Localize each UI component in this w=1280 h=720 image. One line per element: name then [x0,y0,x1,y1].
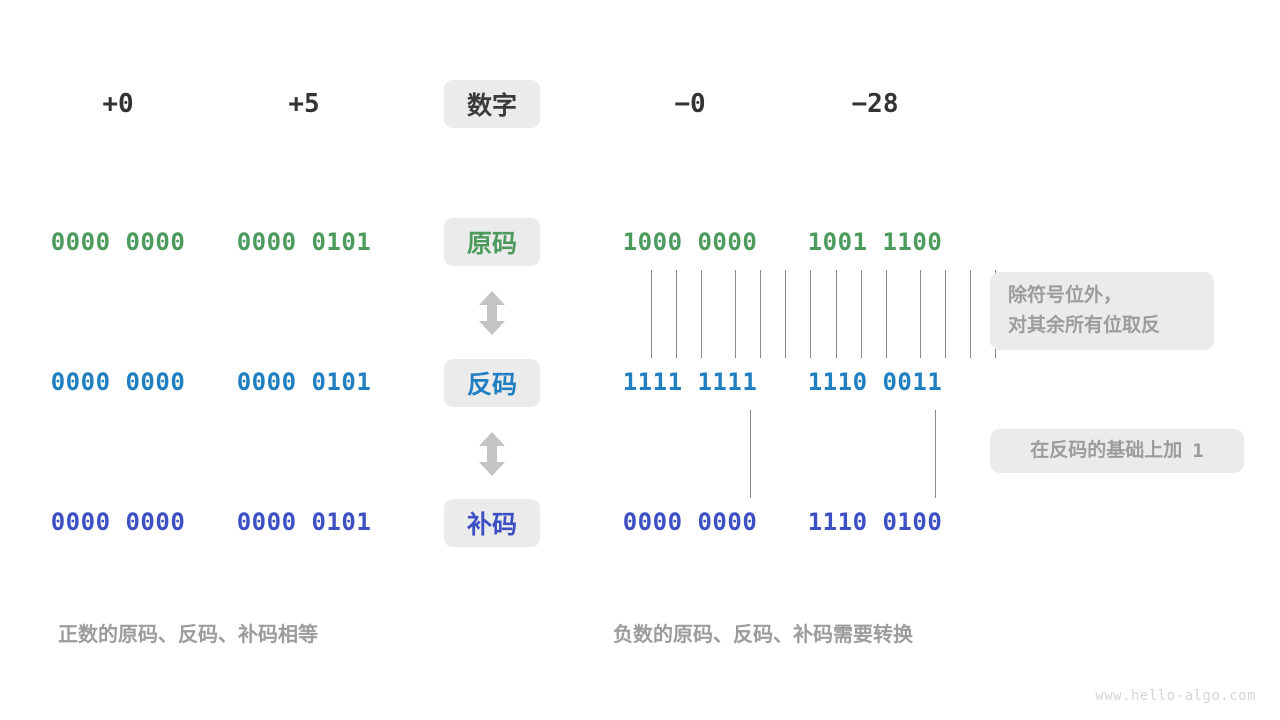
note-add-one: 在反码的基础上加 1 [990,429,1244,473]
connector-line [836,270,837,358]
ones-complement-minus-zero: 1111 1111 [622,368,758,396]
row-label-ones-complement: 反码 [444,359,540,407]
true-form-minus-zero: 1000 0000 [622,228,758,256]
caption-positive: 正数的原码、反码、补码相等 [58,624,318,646]
connector-line [945,270,946,358]
connector-line [676,270,677,358]
connector-line [970,270,971,358]
note-invert-bits: 除符号位外， 对其余所有位取反 [990,272,1214,350]
note-add-one-text: 在反码的基础上加 [1030,440,1183,461]
connector-line [785,270,786,358]
true-form-plus-five: 0000 0101 [236,228,372,256]
row-label-number: 数字 [444,80,540,128]
row-label-twos-complement: 补码 [444,499,540,547]
caption-negative: 负数的原码、反码、补码需要转换 [613,624,913,646]
connector-line [810,270,811,358]
column-header-minus-zero: −0 [674,89,706,119]
row-label-true-form: 原码 [444,218,540,266]
connector-line [701,270,702,358]
ones-complement-plus-five: 0000 0101 [236,368,372,396]
twos-complement-plus-zero: 0000 0000 [50,508,186,536]
double-vertical-arrow-icon [475,290,509,336]
note-add-one-value: 1 [1192,440,1204,462]
column-header-plus-five: +5 [288,89,320,119]
twos-complement-minus-zero: 0000 0000 [622,508,758,536]
connector-line [861,270,862,358]
column-header-plus-zero: +0 [102,89,134,119]
connector-line [651,270,652,358]
twos-complement-minus-28: 1110 0100 [807,508,943,536]
twos-complement-plus-five: 0000 0101 [236,508,372,536]
connector-line [886,270,887,358]
note-invert-line-2: 对其余所有位取反 [1008,315,1161,336]
true-form-plus-zero: 0000 0000 [50,228,186,256]
watermark: www.hello-algo.com [1095,688,1256,704]
connector-line [760,270,761,358]
ones-complement-minus-28: 1110 0011 [807,368,943,396]
column-header-minus-28: −28 [851,89,899,119]
true-form-minus-28: 1001 1100 [807,228,943,256]
connector-line [920,270,921,358]
connector-line [935,410,936,498]
connector-line [735,270,736,358]
note-invert-line-1: 除符号位外， [1008,285,1123,306]
double-vertical-arrow-icon [475,431,509,477]
connector-line [750,410,751,498]
ones-complement-plus-zero: 0000 0000 [50,368,186,396]
